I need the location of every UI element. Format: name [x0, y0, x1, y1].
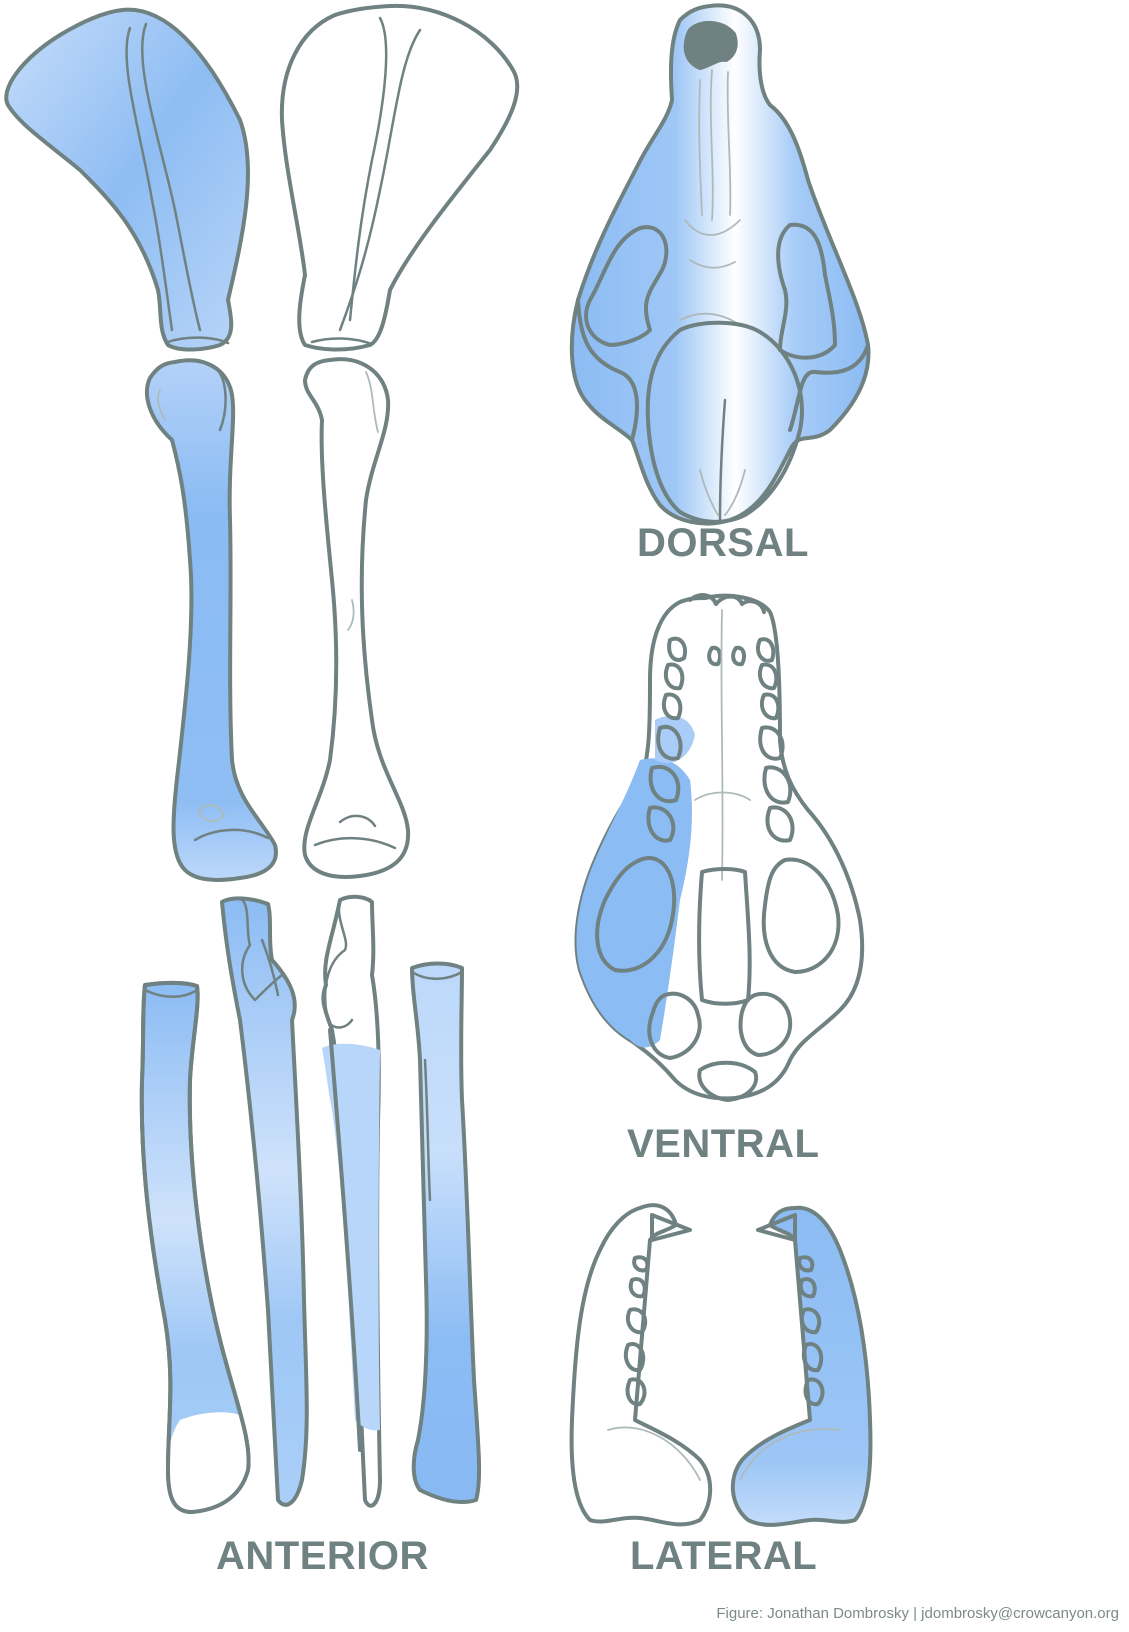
- humerus-blue: [145, 358, 278, 882]
- radius-ulna-blue: [220, 896, 309, 1507]
- scapula-white: [279, 3, 520, 352]
- label-dorsal: DORSAL: [637, 521, 809, 565]
- label-anterior: ANTERIOR: [216, 1534, 429, 1578]
- label-lateral: LATERAL: [630, 1534, 818, 1578]
- mandible-right: [730, 1205, 873, 1527]
- humerus-white: [302, 357, 411, 879]
- radius-ulna-white: [321, 894, 382, 1508]
- tooth-row-right: [755, 637, 795, 843]
- tibia-right: [410, 961, 482, 1504]
- skull-dorsal: [569, 3, 871, 526]
- scapula-blue: [4, 7, 250, 352]
- skull-ventral: [574, 593, 865, 1102]
- label-ventral: VENTRAL: [627, 1122, 820, 1166]
- tooth-row-left: [646, 636, 687, 843]
- fibula-left: [139, 980, 251, 1514]
- figure-credit: Figure: Jonathan Dombrosky | jdombrosky@…: [716, 1605, 1119, 1622]
- mandible-left: [569, 1203, 713, 1527]
